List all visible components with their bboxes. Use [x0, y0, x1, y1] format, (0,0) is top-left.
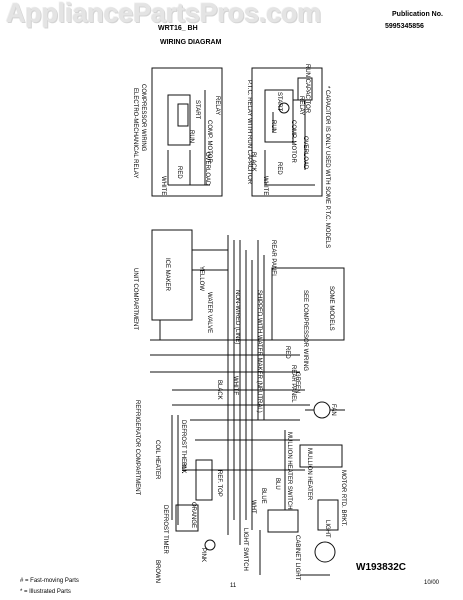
- rear-panel-top-label: REAR PANEL: [270, 240, 276, 278]
- watermark: AppliancePartsPros.com: [6, 0, 322, 28]
- some-models-label: SOME MODELS: [328, 286, 334, 331]
- compressor-wiring-panel: [151, 67, 223, 197]
- diagram-title: WIRING DIAGRAM: [160, 39, 222, 46]
- wire-label-blk: BLK: [180, 462, 186, 474]
- wire-label-brown: BROWN: [154, 560, 160, 583]
- cw-run-label: RUN: [188, 130, 194, 143]
- publication-label: Publication No.: [392, 11, 443, 18]
- publication-number: 5995345856: [385, 23, 424, 30]
- wire-label-green: GREEN: [294, 372, 300, 394]
- ptc-start-label: START: [276, 92, 282, 112]
- cw-relay-label: RELAY: [214, 96, 220, 116]
- coil-heater-label: COIL HEATER: [154, 440, 160, 480]
- ptc-motor-label: COMP. MOTOR: [290, 120, 296, 163]
- wire-label-pink: PINK: [200, 548, 206, 563]
- wire-label-red: RED: [284, 346, 290, 359]
- date-code: 10/00: [424, 580, 440, 586]
- legend-fast-moving: # = Fast-moving Parts: [20, 578, 79, 584]
- see-compressor-wiring-label: SEE COMPRESSOR WIRING: [302, 290, 308, 372]
- ptc-overload-label: OVERLOAD: [302, 136, 308, 170]
- compressor-wiring-title: COMPRESSOR WIRING: [140, 84, 146, 152]
- wire-label-blue: BLUE: [260, 488, 266, 504]
- wire-label-yellow: YELLOW: [198, 266, 204, 292]
- wire-label-orange: ORANGE: [190, 502, 196, 529]
- fan-motor-symbol: [313, 401, 331, 419]
- light-bulb-symbol: [314, 541, 336, 563]
- unit-compartment-label: UNIT COMPARTMENT: [132, 268, 138, 331]
- cw-overload-label: OVERLOAD: [204, 152, 210, 186]
- water-valve-label: WATER VALVE: [206, 292, 212, 334]
- page-number: 11: [230, 583, 237, 589]
- defrost-timer-label: DEFROST TIMER: [162, 505, 168, 554]
- ice-maker-label: ICE MAKER: [164, 258, 170, 292]
- ptc-relay-panel: [251, 67, 323, 197]
- cw-start-label: START: [194, 100, 200, 120]
- ref-top-label: REF. TOP: [216, 470, 222, 497]
- ptc-red-label: RED: [276, 162, 282, 175]
- ptc-capacitor-note: * CAPACITOR IS ONLY USED WITH SOME P.T.C…: [324, 86, 330, 249]
- light-switch-label: LIGHT SWITCH: [242, 528, 248, 571]
- run-capacitor-label: RUN CAPACITOR: [304, 64, 310, 114]
- mullion-heater-switch-label: MULLION HEATER SWITCH: [286, 432, 292, 510]
- light-label: LIGHT: [324, 520, 330, 538]
- ptc-black-label: BLACK: [250, 152, 256, 172]
- ptc-run-label: RUN: [270, 120, 276, 133]
- refrigerator-compartment-label: REFRIGERATOR COMPARTMENT: [134, 400, 140, 496]
- compressor-box: [271, 267, 345, 341]
- wire-label-blu: BLU: [274, 478, 280, 490]
- motor-bracket-label: MOTOR RTD. BRKT.: [340, 470, 346, 527]
- fan-label: FAN: [330, 404, 336, 416]
- ptc-relay-label: RELAY: [298, 96, 304, 116]
- non-wired-label: NON-WIRED (LINE): [234, 290, 240, 345]
- cabinet-light-label: CABINET LIGHT: [294, 535, 300, 581]
- ptc-white-label: WHITE: [262, 176, 268, 196]
- cw-red-label: RED: [176, 166, 182, 179]
- electro-mechanical-relay: ELECTRO-MECHANICAL RELAY: [132, 88, 138, 179]
- cw-white-label: WHITE: [160, 176, 166, 196]
- mullion-heater-label: MULLION HEATER: [306, 448, 312, 501]
- legend-illustrated: * = Illustrated Parts: [20, 589, 71, 595]
- diagram-number: W193832C: [356, 562, 407, 573]
- model-number: WRT16_ BH: [158, 25, 198, 32]
- wire-label-white: WHITE: [232, 376, 238, 396]
- wire-label-black: BLACK: [216, 380, 222, 400]
- shipped-with-label: SHIPPED WITH WATER MAKER (NEUTRAL): [256, 290, 262, 413]
- wire-label-wht: WHT: [250, 500, 256, 514]
